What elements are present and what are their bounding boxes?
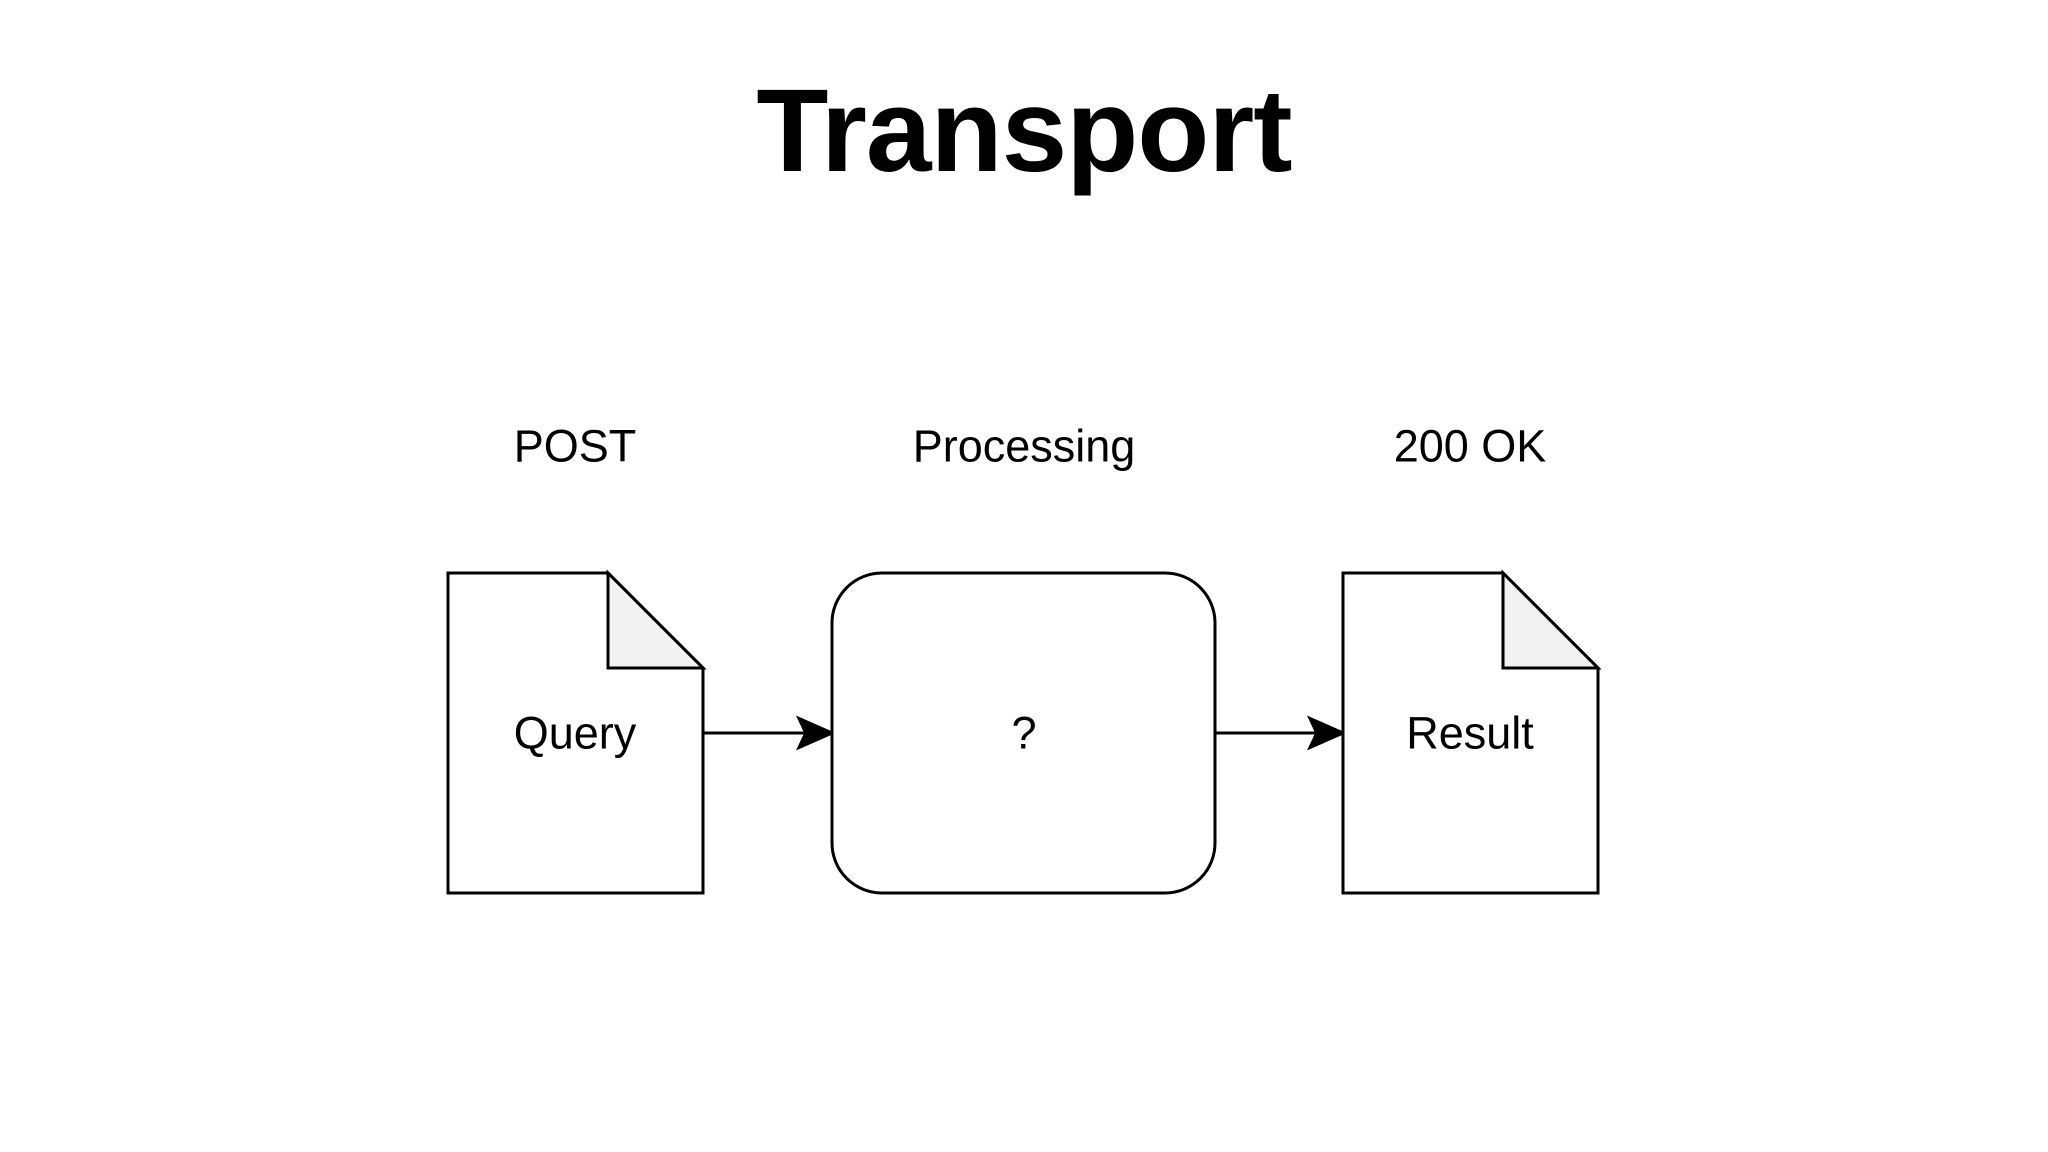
result-document-fold bbox=[1501, 569, 1602, 670]
query-node-label: Query bbox=[513, 707, 637, 759]
slide-title: Transport bbox=[756, 65, 1292, 197]
stage-annotation-request: POST bbox=[513, 420, 637, 472]
arrow-processor-to-result-head bbox=[1306, 715, 1347, 751]
query-document-fold bbox=[606, 569, 707, 670]
arrow-query-to-processor bbox=[703, 715, 836, 751]
stage-annotation-processing: Processing bbox=[912, 420, 1136, 472]
query-document-node bbox=[446, 569, 707, 895]
result-node-label: Result bbox=[1406, 707, 1534, 759]
stage-annotation-response: 200 OK bbox=[1393, 420, 1547, 472]
arrow-query-to-processor-head bbox=[795, 715, 836, 751]
processor-node-label: ? bbox=[1011, 707, 1037, 759]
arrow-processor-to-result bbox=[1215, 715, 1347, 751]
result-document-node bbox=[1341, 569, 1602, 895]
